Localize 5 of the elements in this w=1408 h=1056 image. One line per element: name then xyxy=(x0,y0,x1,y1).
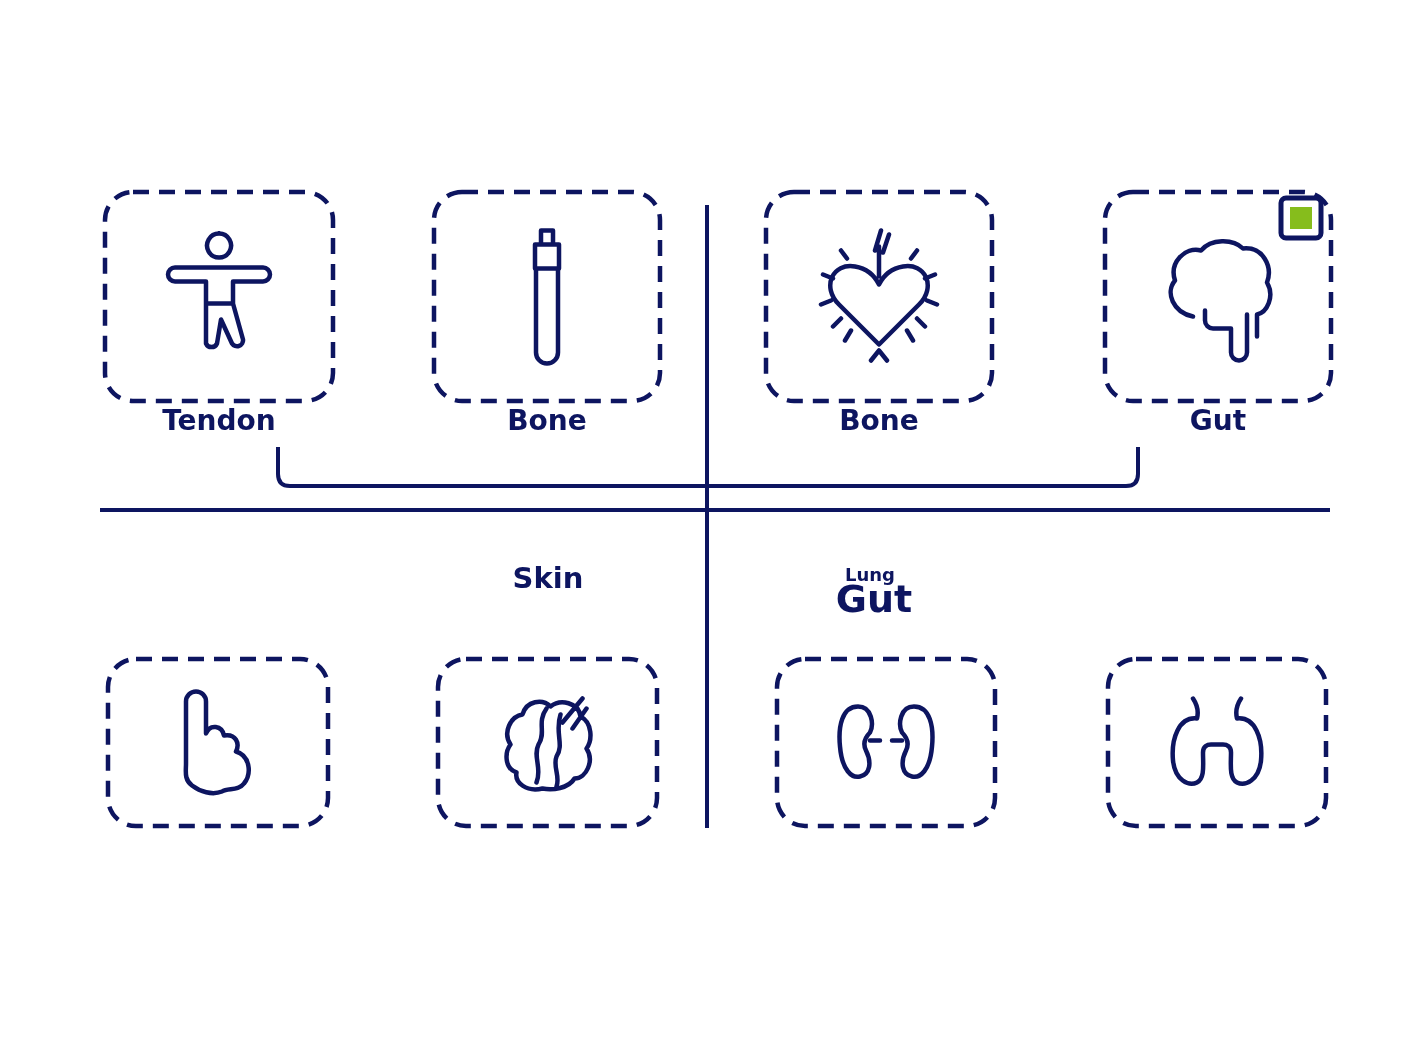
node-label: Tendon xyxy=(161,405,277,437)
organ-label: Skin xyxy=(512,564,584,593)
node-label: Bone xyxy=(506,405,588,437)
node-label: Bone xyxy=(838,405,920,437)
node-label: Gut xyxy=(1188,405,1248,437)
